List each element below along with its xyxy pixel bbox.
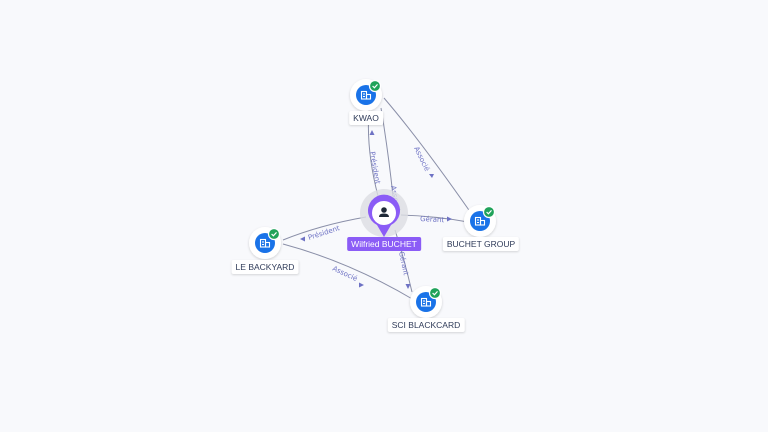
building-icon bbox=[259, 238, 271, 248]
company-label-kwao[interactable]: KWAO bbox=[349, 111, 383, 125]
company-label-le-backyard[interactable]: LE BACKYARD bbox=[231, 260, 299, 274]
verified-check-icon bbox=[267, 227, 281, 241]
edge-person-le-backyard bbox=[282, 216, 367, 241]
edge-label-president-backyard: Président bbox=[307, 224, 341, 242]
edge-label-associe-kwao-buchet: Associé bbox=[412, 145, 431, 172]
edge-kwao-buchet-group bbox=[383, 97, 472, 214]
person-name-label[interactable]: Wilfried BUCHET bbox=[347, 237, 421, 251]
building-icon bbox=[474, 216, 486, 226]
edge-person-sci-blackcard bbox=[394, 229, 413, 293]
edge-le-backyard-sci-blackcard bbox=[282, 243, 415, 301]
edge-label-president-kwao: Président bbox=[368, 151, 382, 185]
edge-label-gerant-buchet: Gérant bbox=[420, 215, 445, 224]
verified-check-icon bbox=[482, 205, 496, 219]
arrow-kwao-president bbox=[369, 130, 375, 135]
company-label-sci-blackcard[interactable]: SCI BLACKCARD bbox=[387, 318, 465, 332]
company-label-buchet-group[interactable]: BUCHET GROUP bbox=[442, 237, 520, 251]
company-node-buchet-group[interactable] bbox=[464, 205, 496, 237]
edge-label-gerant-blackcard: Gérant bbox=[397, 251, 410, 276]
person-node[interactable] bbox=[360, 189, 408, 237]
user-icon bbox=[379, 207, 389, 217]
verified-check-icon bbox=[368, 79, 382, 93]
arrow-backyard-president bbox=[300, 236, 305, 242]
edge-label-associe-blackcard: Associé bbox=[331, 265, 358, 283]
arrow-blackcard-associe bbox=[359, 282, 364, 288]
verified-check-icon bbox=[428, 286, 442, 300]
building-icon bbox=[360, 90, 372, 100]
arrow-blackcard-gerant bbox=[405, 284, 411, 289]
company-node-kwao[interactable] bbox=[350, 79, 382, 111]
building-icon bbox=[420, 297, 432, 307]
company-node-sci-blackcard[interactable] bbox=[410, 286, 442, 318]
company-node-le-backyard[interactable] bbox=[249, 227, 281, 259]
arrow-kwao-buchet-associe bbox=[429, 174, 434, 178]
arrow-buchet-group-gerant bbox=[447, 216, 452, 222]
